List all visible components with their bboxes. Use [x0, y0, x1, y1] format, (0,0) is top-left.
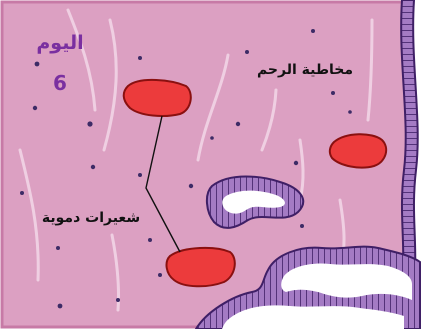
capillary-right [330, 134, 386, 167]
day-title: اليوم [30, 32, 90, 54]
day-number: 6 [30, 72, 90, 94]
capillaries-label: شعيرات دموية [16, 210, 166, 226]
capillary-top-left [124, 80, 191, 116]
endometrium-label: مخاطية الرحم [225, 62, 385, 78]
capillary-bottom [167, 248, 235, 286]
